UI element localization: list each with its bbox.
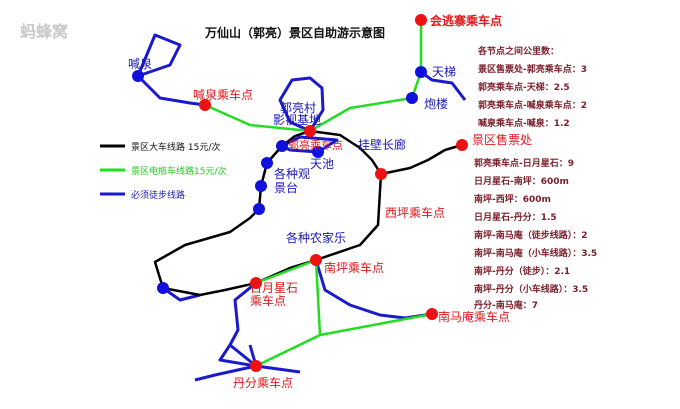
stop-riyue[interactable] [250,277,262,289]
spot-west[interactable] [157,282,169,294]
bus-line-ticket [380,143,463,176]
label-guoliangcun: 郭亮村 [280,101,317,115]
walk-hanquan-loop [136,33,206,107]
label-nongjia: 各种农家乐 [286,231,347,245]
label-guoliang-stop: 郭亮乘车点 [288,139,343,152]
distance-item: 日月星石-南坪：600m [474,177,569,187]
spot-viewpoint-1[interactable] [276,140,288,152]
label-paolou: 炮楼 [424,97,449,111]
label-riyue-2: 乘车点 [250,294,287,308]
distance-item: 郭亮乘车点-天梯：2.5 [478,83,570,93]
stop-ticket[interactable] [456,139,468,151]
distance-item: 南坪-南马庵（小车线路）：3.5 [474,249,598,259]
distance-item: 郭亮乘车点-喊泉乘车点：2 [478,101,587,111]
label-hanquan: 喊泉 [128,57,153,71]
spot-tianti[interactable] [415,66,427,78]
legend-electric: 景区电瓶车线路15元/次 [131,167,227,177]
legend-bus: 景区大车线路 15元/次 [131,143,221,153]
label-guabi: 挂壁长廊 [358,138,407,152]
spot-hanquan[interactable] [132,70,144,82]
label-hanquan-stop: 喊泉乘车点 [193,88,254,102]
walk-danfen-extra [194,364,257,382]
stop-nanping[interactable] [310,254,322,266]
label-riyue: 日月星石 [250,281,299,295]
walk-tianchi-loop [281,135,339,154]
distance-heading: 各节点之间公里数： [478,47,560,57]
label-nanping: 南坪乘车点 [324,261,385,275]
distance-item: 郭亮乘车点-日月星石：9 [474,159,574,169]
electric-line-south [255,258,433,337]
stop-hanquan[interactable] [199,99,211,111]
stop-huitaozhai[interactable] [415,14,427,26]
label-guanjing: 各种观 [274,167,311,181]
spot-paolou[interactable] [406,92,418,104]
spot-tianchi[interactable] [312,146,324,158]
distance-item: 景区售票处-郭亮乘车点：3 [478,65,587,75]
label-danfen: 丹分乘车点 [233,376,294,390]
distance-item: 丹分-南马庵：7 [474,301,538,311]
distance-item: 喊泉乘车点-喊泉：1.2 [478,119,570,129]
distance-item: 南坪-西坪：600m [474,195,551,205]
stop-nanmaan[interactable] [426,308,438,320]
electric-line-danfen [255,333,321,368]
electric-line-west [204,103,311,133]
label-nanmaan: 南马庵乘车点 [438,310,511,324]
walk-guoliangcun-loop [278,76,325,133]
label-ticket: 景区售票处 [472,133,533,147]
walk-riyue-danfen [228,281,257,368]
spot-viewpoint-2[interactable] [261,157,273,169]
stop-xiping[interactable] [375,168,387,180]
stop-danfen[interactable] [250,360,262,372]
map-title: 万仙山（郭亮）景区自助游示意图 [205,26,386,40]
legend-walk: 必须徒步线路 [131,191,186,201]
label-tianti: 天梯 [432,65,457,79]
label-huitaozhai: 会逃寨乘车点 [430,14,503,28]
walk-danfen-extra2 [218,344,258,368]
spot-viewpoint-3[interactable] [255,180,267,192]
spot-viewpoint-4[interactable] [253,203,265,215]
walk-left [162,286,201,302]
walk-tianti [420,70,467,101]
label-guanjing-2: 景台 [274,181,299,195]
distance-item: 南坪-丹分（小车线路）：3.5 [474,285,589,295]
distance-item: 南坪-丹分（徒步）：2.1 [474,267,571,277]
distance-item: 南坪-南马庵（徒步线路）：2 [474,231,588,241]
watermark-logo: 蚂蜂窝 [20,22,69,41]
label-tianchi: 天池 [310,157,335,171]
distance-item: 日月星石-丹分：1.5 [474,213,557,223]
stop-guoliang[interactable] [304,125,316,137]
walk-danfen-extra3 [255,364,301,374]
label-xiping: 西坪乘车点 [385,206,446,220]
label-guoliangcun-2: 影视基地 [273,113,322,127]
